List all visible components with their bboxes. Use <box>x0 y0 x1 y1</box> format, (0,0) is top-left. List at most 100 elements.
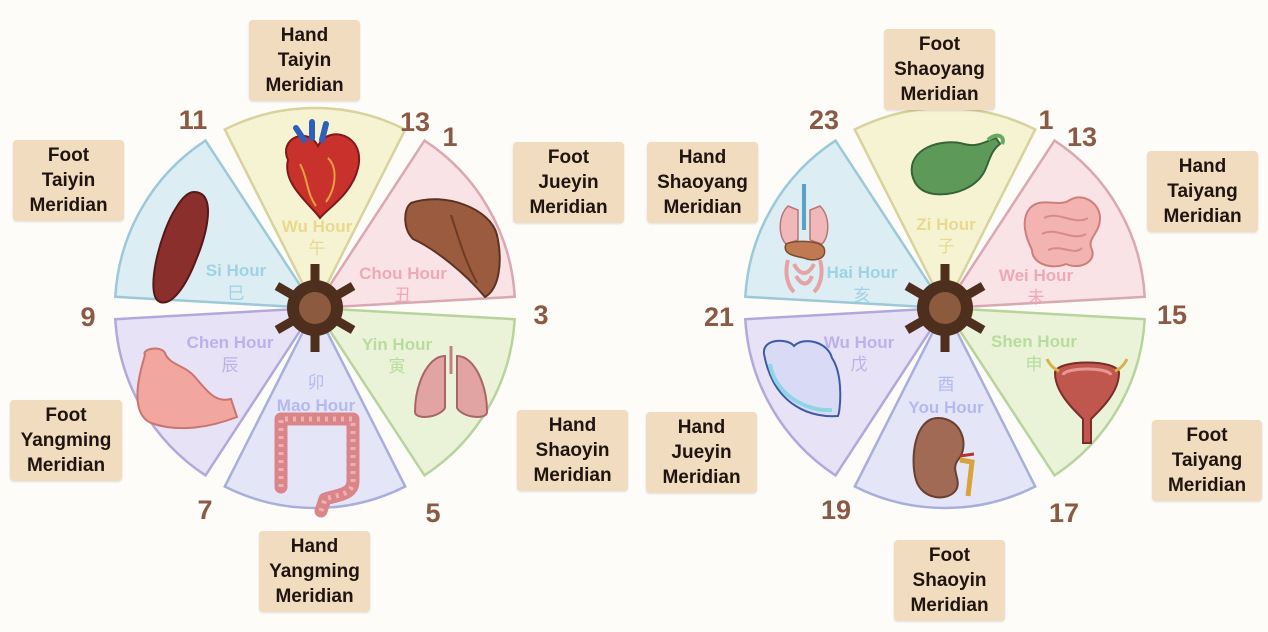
segment-label-zi: Zi Hour <box>916 215 976 234</box>
segment-cn-si: 巳 <box>228 284 245 304</box>
heart-icon <box>285 119 361 220</box>
lungs-icon <box>413 346 489 418</box>
hour-number: 13 <box>1066 122 1098 152</box>
meridian-label: Hand Shaoyang Meridian <box>647 142 758 223</box>
meridian-label: Foot Jueyin Meridian <box>513 142 624 223</box>
pericardium-icon <box>762 339 842 418</box>
meridian-line: Hand <box>548 415 597 436</box>
segment-label-you: You Hour <box>908 398 984 417</box>
segment-labels-left: Wu Hour 午 Chou Hour 丑 Yin Hour 寅 卯 Mao H… <box>187 217 448 415</box>
meridian-label: Foot Yangming Meridian <box>10 400 122 481</box>
meridian-line: Meridian <box>29 195 108 216</box>
meridian-line: Jueyin <box>538 172 599 193</box>
right-wheel: Zi Hour 子 Wei Hour 未 Shen Hour 申 酉 You H… <box>743 106 1147 510</box>
meridian-line: Meridian <box>533 465 612 486</box>
meridian-line: Taiyang <box>1171 450 1243 471</box>
segment-cn-shen: 申 <box>1026 355 1043 375</box>
hour-number: 21 <box>703 302 735 332</box>
segment-cn-mao: 卯 <box>308 373 325 393</box>
meridian-label: Foot Taiyang Meridian <box>1152 420 1262 501</box>
small-intestine-icon <box>1023 196 1102 268</box>
segment-cn-hai: 亥 <box>854 286 871 306</box>
segment-cn-zi: 子 <box>938 237 955 257</box>
meridian-line: Meridian <box>529 197 608 218</box>
meridian-label: Hand Taiyang Meridian <box>1147 151 1258 232</box>
clock-hub-left <box>274 264 356 352</box>
segment-shen-hour <box>953 307 1147 478</box>
hour-number: 17 <box>1048 498 1080 528</box>
meridian-line: Shaoyang <box>657 172 748 193</box>
meridian-line: Hand <box>677 417 726 438</box>
hour-number: 5 <box>425 498 441 528</box>
segment-label-wu-right: Wu Hour <box>824 333 895 352</box>
meridian-line: Hand <box>678 147 727 168</box>
hour-number: 19 <box>820 495 852 525</box>
liver-icon <box>404 198 501 299</box>
segment-label-wei: Wei Hour <box>999 266 1074 285</box>
hour-number: 9 <box>80 302 96 332</box>
meridian-label: Foot Shaoyang Meridian <box>884 29 995 110</box>
meridian-line: Shaoyin <box>912 570 987 591</box>
hub-center <box>299 292 331 324</box>
segment-cn-wu: 午 <box>309 239 326 259</box>
meridian-label: Hand Yangming Meridian <box>259 531 370 612</box>
meridian-line: Yangming <box>269 561 360 582</box>
meridian-line: Shaoyin <box>535 440 610 461</box>
meridian-line: Meridian <box>1163 206 1242 227</box>
segment-label-hai: Hai Hour <box>827 263 898 282</box>
segment-label-shen: Shen Hour <box>991 332 1077 351</box>
kidney-icon <box>912 416 975 499</box>
clock-hub-right <box>904 264 986 352</box>
segment-cn-chen: 辰 <box>222 356 239 376</box>
hour-number: 1 <box>1038 105 1054 135</box>
meridian-line: Foot <box>1186 425 1228 446</box>
meridian-line: Taiyang <box>1167 181 1238 202</box>
meridian-line: Meridian <box>910 595 989 616</box>
segment-label-chen: Chen Hour <box>187 333 274 352</box>
segment-cn-yin: 寅 <box>389 357 406 377</box>
meridian-line: Hand <box>1178 156 1227 177</box>
segment-label-mao: Mao Hour <box>277 396 356 415</box>
meridian-line: Foot <box>918 34 961 55</box>
meridian-line: Meridian <box>663 197 742 218</box>
triple-burner-icon <box>779 184 829 294</box>
meridian-line: Foot <box>928 545 971 566</box>
segment-cn-wei: 未 <box>1028 288 1045 308</box>
stomach-icon <box>136 347 239 430</box>
meridian-line: Meridian <box>275 586 354 607</box>
meridian-line: Shaoyang <box>894 59 985 80</box>
meridian-line: Foot <box>45 405 87 426</box>
meridian-line: Meridian <box>1167 475 1247 496</box>
hub-center <box>929 292 961 324</box>
meridian-line: Jueyin <box>671 442 732 463</box>
left-wheel: Wu Hour 午 Chou Hour 丑 Yin Hour 寅 卯 Mao H… <box>113 106 517 518</box>
gallbladder-icon <box>910 133 1005 196</box>
meridian-label: Hand Jueyin Meridian <box>646 412 757 493</box>
meridian-line: Meridian <box>900 84 979 105</box>
meridian-line: Meridian <box>26 455 106 476</box>
meridian-line: Foot <box>547 147 590 168</box>
segment-cn-chou: 丑 <box>395 286 412 306</box>
hour-number: 3 <box>533 300 549 330</box>
meridian-line: Hand <box>290 536 339 557</box>
large-intestine-icon <box>274 412 360 518</box>
meridian-line: Foot <box>47 145 90 166</box>
segment-label-si: Si Hour <box>206 261 267 280</box>
segment-label-chou: Chou Hour <box>359 264 447 283</box>
hour-number: 23 <box>808 105 840 135</box>
segment-label-wu: Wu Hour <box>282 217 353 236</box>
hour-number: 1 <box>442 122 458 152</box>
meridian-line: Taiyin <box>277 50 332 71</box>
meridian-line: Yangming <box>20 430 112 451</box>
meridian-label: Foot Taiyin Meridian <box>13 140 124 221</box>
meridian-label: Hand Shaoyin Meridian <box>517 410 628 491</box>
hour-number: 7 <box>197 495 213 525</box>
segment-cn-you: 酉 <box>938 375 955 395</box>
segment-labels-right: Zi Hour 子 Wei Hour 未 Shen Hour 申 酉 You H… <box>824 215 1078 417</box>
meridian-line: Taiyin <box>41 170 96 191</box>
meridian-label: Foot Shaoyin Meridian <box>894 540 1005 621</box>
meridian-label: Hand Taiyin Meridian <box>249 20 360 101</box>
meridian-line: Hand <box>280 25 329 46</box>
meridian-line: Meridian <box>265 75 344 96</box>
spleen-icon <box>152 190 209 304</box>
